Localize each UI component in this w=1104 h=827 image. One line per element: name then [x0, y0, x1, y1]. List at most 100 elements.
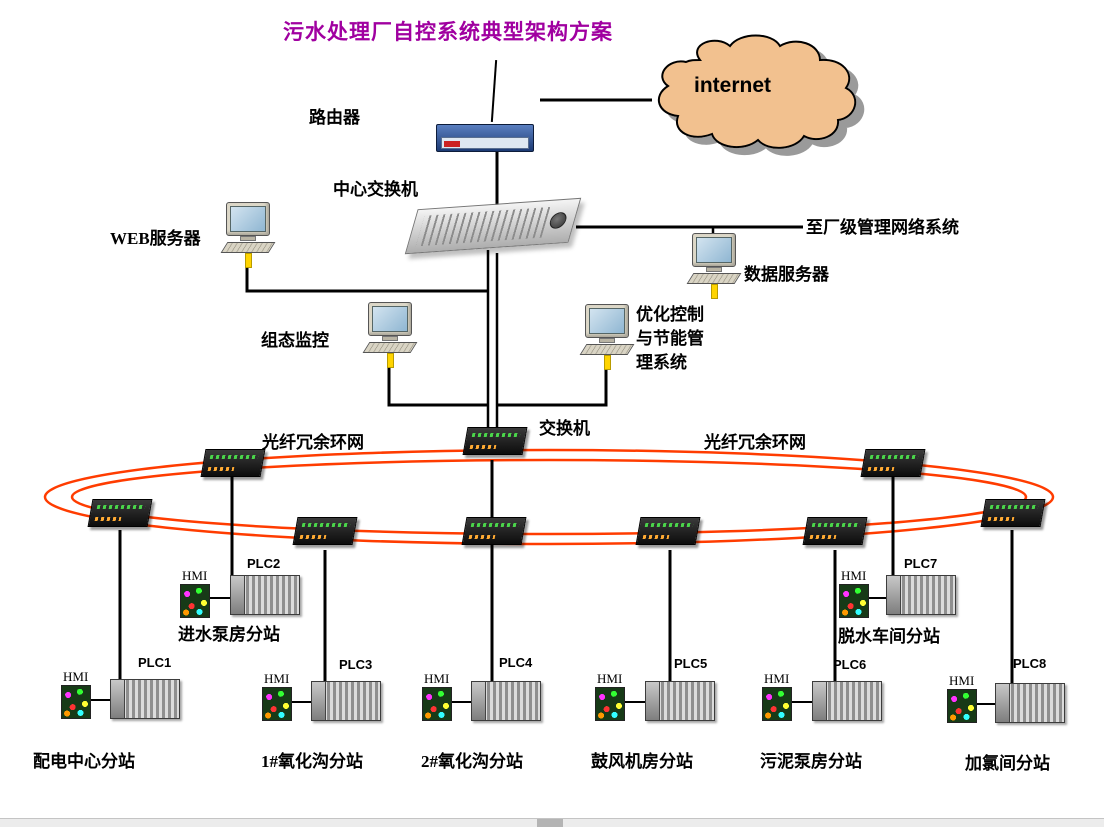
screen: [696, 237, 732, 263]
cloud-shape: [657, 34, 857, 149]
field-switch-device: [462, 427, 528, 455]
keyboard-icon: [362, 342, 418, 353]
plc-label-plc4: PLC4: [499, 655, 533, 670]
plant-network-label: 至厂级管理网络系统: [806, 218, 959, 237]
plc-device-plc6: [812, 681, 882, 721]
ring-switch-upper-right: [860, 449, 926, 477]
cable-stub: [244, 253, 252, 268]
ring-switch-upper-left: [200, 449, 266, 477]
plc-label-plc5: PLC5: [674, 656, 708, 671]
plc-device-plc1: [110, 679, 180, 719]
station-name-plc5: 鼓风机房分站: [591, 752, 693, 771]
fiber-ring-inner: [70, 458, 1028, 536]
hmi-device-plc5: [595, 687, 625, 721]
link-webserver: [245, 262, 488, 293]
hmi-label-plc1: HMI: [63, 669, 89, 684]
fiber-ring-outer: [43, 448, 1055, 546]
page-title: 污水处理厂自控系统典型架构方案: [283, 20, 613, 44]
station-name-plc3: 1#氧化沟分站: [261, 752, 363, 771]
ring-switch-center: [461, 517, 527, 545]
hmi-device-plc6: [762, 687, 792, 721]
ring-switch-left: [87, 499, 153, 527]
router-brand-mark: [444, 141, 460, 147]
monitor-stand: [240, 236, 256, 241]
router-faceplate: [441, 137, 529, 149]
monitor-stand: [382, 336, 398, 341]
link-scada: [387, 362, 487, 407]
plc-device-plc2: [230, 575, 300, 615]
plc-label-plc2: PLC2: [247, 556, 281, 571]
data-server-label: 数据服务器: [744, 265, 829, 284]
plc-device-plc5: [645, 681, 715, 721]
keyboard-icon: [579, 344, 635, 355]
ring-switch-right: [980, 499, 1046, 527]
keyboard-icon: [220, 242, 276, 253]
monitor-stand: [706, 267, 722, 272]
monitor-icon: [692, 233, 736, 267]
hmi-label-plc3: HMI: [264, 671, 290, 686]
link-optimization: [497, 366, 608, 407]
internet-label: internet: [694, 74, 772, 97]
hmi-device-plc4: [422, 687, 452, 721]
hmi-label-plc5: HMI: [597, 671, 623, 686]
plc-label-plc6: PLC6: [833, 657, 867, 672]
hmi-label-plc6: HMI: [764, 671, 790, 686]
optimization-label: 优化控制 与节能管 理系统: [636, 305, 704, 372]
router-label: 路由器: [309, 108, 360, 127]
horizontal-scrollbar-thumb[interactable]: [537, 819, 563, 827]
internet-cloud: [657, 34, 857, 149]
hmi-label-plc7: HMI: [841, 568, 867, 583]
plc-label-plc7: PLC7: [904, 556, 938, 571]
core-switch-label: 中心交换机: [333, 180, 418, 199]
plc-device-plc3: [311, 681, 381, 721]
station-name-plc7: 脱水车间分站: [838, 627, 940, 646]
ring-switch-plc6: [802, 517, 868, 545]
station-name-plc4: 2#氧化沟分站: [421, 752, 523, 771]
scada-computer-icon: [362, 302, 418, 368]
core-switch-vents: [415, 206, 551, 247]
keyboard-icon: [686, 273, 742, 284]
hmi-label-plc4: HMI: [424, 671, 450, 686]
web-server-label: WEB服务器: [110, 229, 201, 248]
fiber-ring: [43, 448, 1055, 546]
data-server-computer-icon: [686, 233, 742, 299]
monitor-icon: [585, 304, 629, 338]
web-server-computer-icon: [220, 202, 276, 268]
monitor-icon: [368, 302, 412, 336]
ring-switch-plc3: [292, 517, 358, 545]
fiber-ring-left-label: 光纤冗余环网: [262, 433, 364, 452]
screen: [589, 308, 625, 334]
station-name-plc8: 加氯间分站: [965, 754, 1050, 773]
plc-label-plc8: PLC8: [1013, 656, 1047, 671]
plc-label-plc1: PLC1: [138, 655, 172, 670]
optimization-computer-icon: [579, 304, 635, 370]
plc-label-plc3: PLC3: [339, 657, 373, 672]
hmi-device-plc2: [180, 584, 210, 618]
hmi-device-plc3: [262, 687, 292, 721]
plc-device-plc7: [886, 575, 956, 615]
plc-device-plc8: [995, 683, 1065, 723]
screen: [230, 206, 266, 232]
fiber-ring-right-label: 光纤冗余环网: [704, 433, 806, 452]
cable-stub: [710, 284, 718, 299]
cable-stub: [386, 353, 394, 368]
cable-stub: [603, 355, 611, 370]
hmi-label-plc8: HMI: [949, 673, 975, 688]
connection-lines: [90, 98, 1014, 705]
ring-switch-plc5: [635, 517, 701, 545]
horizontal-scrollbar[interactable]: [0, 818, 1104, 827]
core-switch-port: [547, 211, 569, 230]
screen: [372, 306, 408, 332]
router-device: [436, 60, 534, 152]
station-name-plc1: 配电中心分站: [33, 752, 135, 771]
hmi-device-plc1: [61, 685, 91, 719]
plc-device-plc4: [471, 681, 541, 721]
hmi-label-plc2: HMI: [182, 568, 208, 583]
monitor-icon: [226, 202, 270, 236]
station-name-plc2: 进水泵房分站: [178, 625, 280, 644]
scada-label: 组态监控: [261, 331, 329, 350]
hmi-device-plc7: [839, 584, 869, 618]
station-name-plc6: 污泥泵房分站: [760, 752, 862, 771]
